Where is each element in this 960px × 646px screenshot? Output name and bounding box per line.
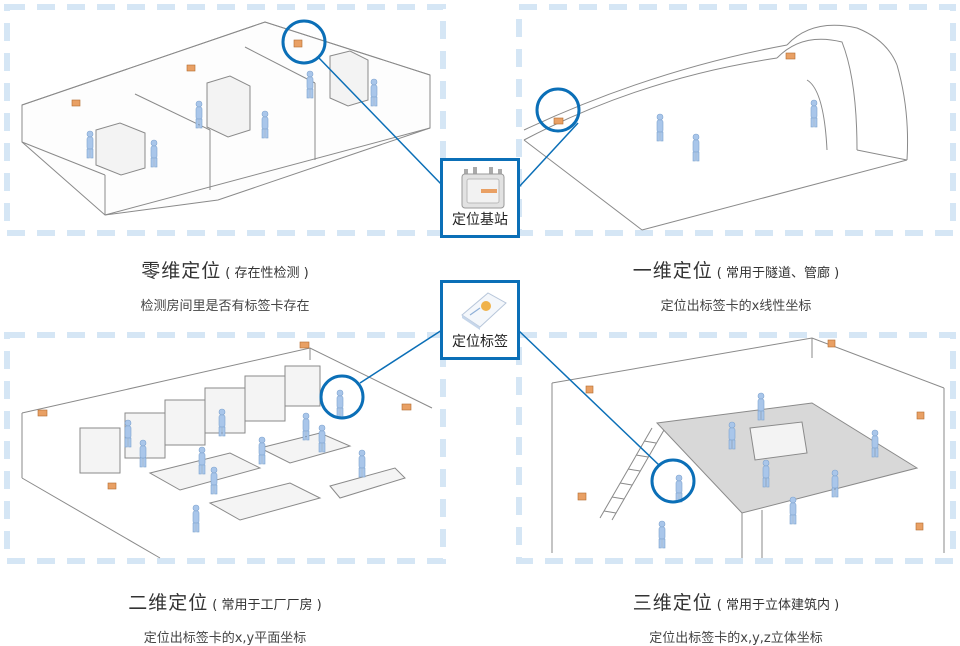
tag-card-icon bbox=[461, 292, 507, 330]
panel-three-dim bbox=[512, 328, 960, 568]
highlight-circle bbox=[319, 374, 365, 420]
caption-paren: ( 常用于工厂厂房 ) bbox=[212, 598, 322, 613]
people bbox=[124, 389, 366, 533]
panel-frame bbox=[4, 4, 446, 236]
caption-title: 三维定位 bbox=[632, 592, 713, 614]
people bbox=[658, 392, 879, 549]
building-illustration bbox=[551, 337, 945, 558]
people bbox=[656, 99, 818, 162]
base-station-label: 定位基站 bbox=[452, 212, 508, 228]
anchor-markers bbox=[37, 341, 412, 490]
caption-subtitle: 检测房间里是否有标签卡存在 bbox=[140, 299, 310, 314]
tag-label: 定位标签 bbox=[452, 334, 508, 350]
caption-subtitle: 定位出标签卡的x线性坐标 bbox=[660, 299, 812, 314]
highlight-circle bbox=[650, 458, 696, 504]
caption-paren: ( 常用于立体建筑内 ) bbox=[716, 598, 840, 613]
caption-zero-dim: 零维定位( 存在性检测 ) 检测房间里是否有标签卡存在 bbox=[0, 256, 450, 314]
highlight-circle bbox=[535, 87, 581, 133]
tunnel-illustration bbox=[523, 24, 909, 231]
panel-one-dim bbox=[512, 0, 960, 240]
factory-illustration bbox=[21, 347, 433, 559]
caption-subtitle: 定位出标签卡的x,y,z立体坐标 bbox=[649, 631, 823, 646]
caption-one-dim: 一维定位( 常用于隧道、管廊 ) 定位出标签卡的x线性坐标 bbox=[512, 256, 960, 314]
caption-title: 零维定位 bbox=[141, 260, 222, 282]
panel-zero-dim bbox=[0, 0, 450, 240]
caption-title: 二维定位 bbox=[128, 592, 209, 614]
panel-frame bbox=[4, 332, 446, 564]
room-illustration bbox=[21, 21, 431, 216]
caption-paren: ( 常用于隧道、管廊 ) bbox=[716, 266, 840, 281]
base-station-icon bbox=[461, 167, 505, 209]
anchor-markers bbox=[553, 52, 796, 125]
base-station-box: 定位基站 bbox=[440, 158, 520, 238]
caption-title: 一维定位 bbox=[632, 260, 713, 282]
caption-paren: ( 存在性检测 ) bbox=[225, 266, 309, 281]
caption-two-dim: 二维定位( 常用于工厂厂房 ) 定位出标签卡的x,y平面坐标 bbox=[0, 588, 450, 646]
caption-subtitle: 定位出标签卡的x,y平面坐标 bbox=[143, 631, 307, 646]
people bbox=[86, 70, 378, 168]
panel-frame bbox=[516, 4, 956, 236]
anchor-markers bbox=[71, 39, 303, 107]
highlight-circle bbox=[281, 19, 327, 65]
caption-three-dim: 三维定位( 常用于立体建筑内 ) 定位出标签卡的x,y,z立体坐标 bbox=[512, 588, 960, 646]
tag-box: 定位标签 bbox=[440, 280, 520, 360]
panel-two-dim bbox=[0, 328, 450, 568]
